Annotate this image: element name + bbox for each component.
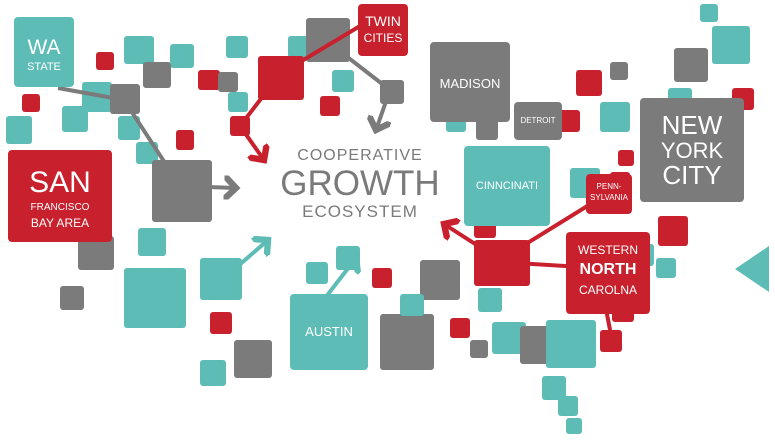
region-san-francisco: SAN FRANCISCO BAY AREA <box>8 150 112 242</box>
madison-label: MADISON <box>439 76 501 91</box>
region-wa-state: WA STATE <box>14 17 74 87</box>
penn-label-1: PENN- <box>596 182 622 191</box>
teal-square <box>288 36 310 58</box>
wnc-label-1: WESTERN <box>578 243 638 257</box>
gray-square <box>152 160 212 222</box>
penn-label-2: SYLVANIA <box>590 193 628 202</box>
red-square <box>320 96 340 116</box>
red-square <box>576 70 602 96</box>
nyc-label-2: YORK <box>660 138 724 163</box>
sf-sub-label-1: FRANCISCO <box>30 202 90 213</box>
sf-sub-label-2: BAY AREA <box>30 216 90 230</box>
sf-connector <box>57 86 236 188</box>
gray-square <box>380 314 434 370</box>
center-title-line-2: GROWTH <box>280 164 440 203</box>
teal-square <box>478 288 502 312</box>
teal-square <box>546 320 596 368</box>
teal-square <box>124 268 186 328</box>
teal-square <box>656 258 676 278</box>
teal-square <box>600 102 630 132</box>
gray-square <box>420 260 460 300</box>
gray-square <box>60 286 84 310</box>
region-new-york-city: NEW YORK CITY <box>640 98 744 202</box>
east-connector <box>444 190 612 263</box>
center-title-line-3: ECOSYSTEM <box>302 202 418 221</box>
red-square <box>22 94 40 112</box>
gray-square <box>674 48 708 82</box>
teal-square <box>228 92 248 112</box>
red-square <box>176 130 194 150</box>
teal-square <box>6 116 32 144</box>
detroit-label: DETROIT <box>520 116 556 125</box>
center-title: COOPERATIVE GROWTH ECOSYSTEM <box>262 147 458 221</box>
teal-square <box>712 26 750 64</box>
twin-label-1: TWIN <box>365 13 401 29</box>
nyc-label-1: NEW <box>661 110 723 140</box>
region-twin-cities: TWIN CITIES <box>358 4 408 56</box>
cinncinati-label: CINNCINATI <box>475 180 539 192</box>
twin-label-2: CITIES <box>363 31 403 45</box>
red-square <box>618 150 634 166</box>
left-triangle-icon[interactable] <box>735 246 769 292</box>
teal-square <box>170 44 194 68</box>
austin-connector-left <box>220 240 268 282</box>
wnc-label-2: NORTH <box>579 261 637 278</box>
teal-square <box>566 418 582 434</box>
wa-sub-label: STATE <box>27 61 61 73</box>
region-cinncinati: CINNCINATI <box>464 146 550 226</box>
teal-square <box>62 106 88 132</box>
sf-label: SAN <box>29 166 91 199</box>
wnc-label-3: CAROLNA <box>578 283 637 297</box>
red-square <box>600 330 622 352</box>
red-square <box>372 268 392 288</box>
teal-square <box>136 142 158 164</box>
teal-square <box>332 70 354 92</box>
teal-square <box>226 36 248 58</box>
center-title-line-1: COOPERATIVE <box>297 147 423 164</box>
teal-square <box>400 294 424 316</box>
twin-cities-connector <box>326 40 393 130</box>
wa-label: WA <box>27 36 61 59</box>
teal-square <box>306 262 328 284</box>
teal-square <box>138 228 166 256</box>
gray-square <box>234 340 272 378</box>
red-square <box>558 110 580 132</box>
gray-square <box>218 72 238 92</box>
teal-square <box>200 360 226 386</box>
gray-square <box>476 118 498 140</box>
teal-square <box>700 4 718 22</box>
red-connector-north <box>237 18 372 160</box>
red-square <box>450 318 470 338</box>
region-pennsylvania: PENN- SYLVANIA <box>586 174 632 214</box>
gray-square <box>470 340 488 358</box>
teal-square <box>200 258 242 300</box>
red-square <box>210 312 232 334</box>
region-western-north-carolina: WESTERN NORTH CAROLNA <box>566 232 650 314</box>
region-madison: MADISON <box>430 42 510 122</box>
gray-square <box>143 62 171 88</box>
region-austin: AUSTIN <box>290 294 368 370</box>
teal-square <box>124 36 154 64</box>
gray-square <box>610 62 628 80</box>
region-detroit: DETROIT <box>514 102 562 140</box>
austin-label: AUSTIN <box>305 324 353 339</box>
red-square <box>658 216 688 246</box>
nyc-label-3: CITY <box>662 160 722 190</box>
red-square <box>96 52 114 70</box>
red-square <box>198 70 220 90</box>
teal-square <box>118 116 140 140</box>
teal-square <box>558 396 578 416</box>
